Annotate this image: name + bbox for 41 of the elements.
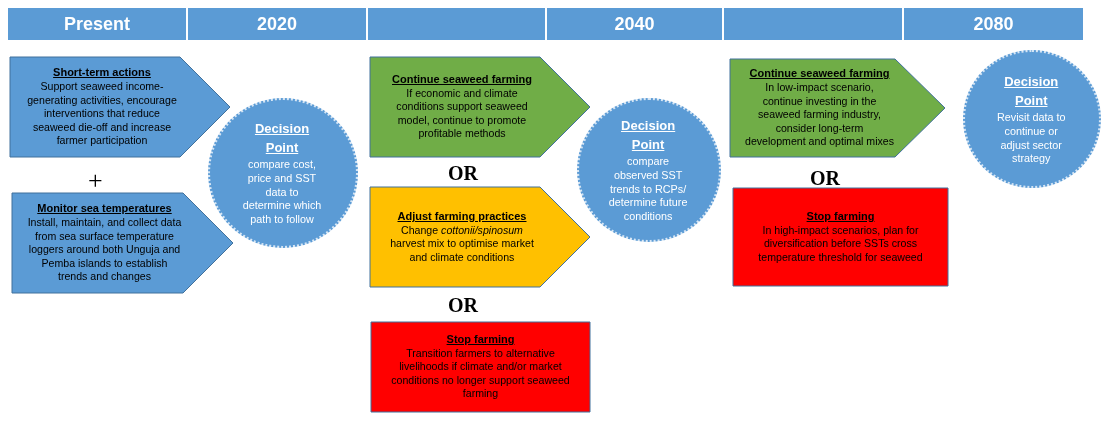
action-card xyxy=(733,188,948,286)
timeline-segment xyxy=(8,8,186,40)
action-heading: Stop farming xyxy=(806,209,875,224)
action-heading: Continue seaweed farming xyxy=(749,67,890,81)
action-heading: Monitor sea temperatures xyxy=(37,202,172,216)
pentagon-card xyxy=(10,57,230,157)
action-description: Transition farmers to alternative livelihoods if climate and/or market conditions no longer support seaweed farming xyxy=(390,346,571,401)
decision-text: compare cost, price and SST data to determine which path to follow xyxy=(241,157,323,228)
plus-sign: + xyxy=(88,168,103,194)
action-description: Change cottonii/spinosum harvest mix to optimise market and climate conditions xyxy=(389,223,535,265)
action-description: Install, maintain, and collect data from sea surface temperature loggers around both Unguja and Pemba islands to establish trends and changes xyxy=(26,216,183,284)
action-heading: Adjust farming practices xyxy=(397,209,527,224)
action-description: If economic and climate conditions support seaweed model, continue to promote profitable methods xyxy=(395,86,529,141)
or-label: OR xyxy=(810,168,840,188)
action-card xyxy=(371,322,590,412)
timeline-segment xyxy=(188,8,366,40)
or-label: OR xyxy=(448,295,478,315)
action-description: In low-impact scenario, continue investing in the seaweed farming industry, consider long-term development and optimal mixes xyxy=(744,81,895,149)
timeline-segment xyxy=(904,8,1083,40)
decision-heading: Decision Point xyxy=(620,116,677,155)
action-heading: Short-term actions xyxy=(53,66,151,80)
pentagon-card xyxy=(730,59,945,157)
action-heading: Stop farming xyxy=(446,333,515,347)
pentagon-card xyxy=(370,57,590,157)
action-description: In high-impact scenarios, plan for diversification before SSTs cross temperature threshold for seaweed xyxy=(757,223,924,265)
decision-text: compare observed SST trends to RCPs/ determine future conditions xyxy=(607,154,689,225)
action-description: Support seaweed income-generating activities, encourage interventions that reduce seaweed die-off and increase farmer participation xyxy=(26,80,178,148)
timeline-label: 2080 xyxy=(973,13,1014,35)
decision-heading: Decision Point xyxy=(253,119,311,158)
pentagon-card xyxy=(370,187,590,287)
timeline-segment xyxy=(368,8,545,40)
timeline-label: 2020 xyxy=(256,13,297,35)
pentagon-card xyxy=(12,193,233,293)
timeline-segment xyxy=(724,8,902,40)
timeline-segment xyxy=(547,8,722,40)
timeline-label: 2040 xyxy=(614,13,655,35)
decision-heading: Decision Point xyxy=(1003,72,1060,111)
timeline-label: Present xyxy=(63,13,130,35)
decision-text: Revisit data to continue or adjust sector strategy xyxy=(996,110,1067,167)
or-label: OR xyxy=(448,163,478,183)
action-heading: Continue seaweed farming xyxy=(392,73,532,87)
